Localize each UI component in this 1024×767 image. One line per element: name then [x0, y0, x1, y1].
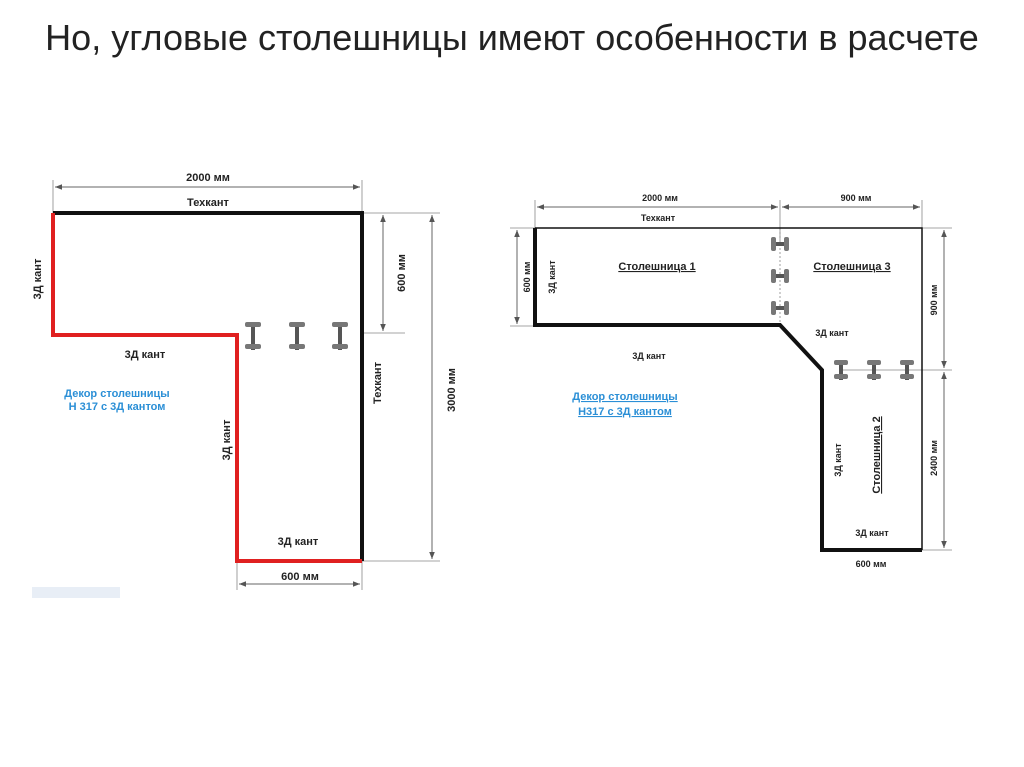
left-diagram: 2000 мм Техкант 3Д кант 600 мм 3000 мм Т…: [32, 172, 458, 590]
right-outline-heavy: [533, 228, 922, 552]
right-dim-top-right-label: 900 мм: [841, 193, 872, 203]
left-red-edge: [51, 213, 362, 563]
right-inner-horizontal-label: 3Д кант: [632, 351, 666, 361]
left-dim-top-label: 2000 мм: [186, 172, 230, 184]
left-inner-horizontal-label: 3Д кант: [125, 349, 166, 361]
right-tie-3: [771, 301, 789, 315]
left-bottom-edge-label: 3Д кант: [278, 536, 319, 548]
left-decor-line2: Н 317 с 3Д кантом: [69, 401, 166, 413]
slide-title: Но, угловые столешницы имеют особенности…: [45, 17, 979, 58]
right-diagram: 2000 мм 900 мм Техкант 600 мм 3Д кант Ст…: [510, 193, 952, 569]
left-tie-2: [289, 322, 305, 350]
left-tie-3: [332, 322, 348, 350]
right-decor-line1: Декор столешницы: [572, 391, 677, 403]
right-tie-2: [771, 269, 789, 283]
right-dim-right-upper-label: 900 мм: [929, 284, 939, 315]
right-dim-right-lower-label: 2400 мм: [929, 440, 939, 476]
right-tie-1: [771, 237, 789, 251]
right-inner-vertical-label: 3Д кант: [833, 443, 843, 477]
right-left-edge-label: 3Д кант: [547, 260, 557, 294]
left-inner-vertical-label: 3Д кант: [221, 419, 233, 460]
left-decor-line1: Декор столешницы: [64, 388, 169, 400]
right-diagonal-edge-label: 3Д кант: [815, 328, 849, 338]
right-bottom-edge-label: 3Д кант: [855, 528, 889, 538]
left-left-edge-label: 3Д кант: [32, 258, 44, 299]
left-top-edge-label: Техкант: [187, 197, 230, 209]
right-tie-5: [867, 360, 881, 380]
right-top-edge-label: Техкант: [641, 213, 676, 223]
left-right-edge-label: Техкант: [372, 361, 384, 404]
right-outline-light: [535, 227, 923, 550]
right-tie-4: [834, 360, 848, 380]
right-panel2-label: Столешница 2: [871, 416, 883, 493]
right-decor-line2: Н317 с 3Д кантом: [578, 406, 672, 418]
right-dim-top-left-label: 2000 мм: [642, 193, 678, 203]
right-panel1-label: Столешница 1: [618, 261, 695, 273]
left-tie-1: [245, 322, 261, 350]
left-dim-bottom-label: 600 мм: [281, 571, 319, 583]
right-dim-bottom-label: 600 мм: [856, 559, 887, 569]
left-black-edge: [53, 211, 364, 561]
right-panel3-label: Столешница 3: [813, 261, 890, 273]
left-dim-right-short-label: 600 мм: [396, 254, 408, 292]
highlight-strip: [32, 587, 120, 598]
right-dim-left-label: 600 мм: [522, 261, 532, 292]
right-tie-6: [900, 360, 914, 380]
left-dim-right-full-label: 3000 мм: [446, 368, 458, 412]
